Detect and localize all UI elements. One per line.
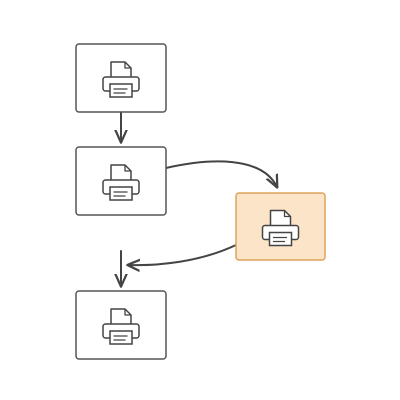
node-printer-3[interactable] bbox=[235, 192, 326, 261]
node-printer-4[interactable] bbox=[75, 290, 167, 360]
edges-layer bbox=[121, 111, 277, 286]
nodes-layer bbox=[75, 43, 326, 360]
node-printer-2[interactable] bbox=[75, 146, 167, 216]
edge-arrow-printer-2-to-printer-3 bbox=[165, 160, 277, 187]
edge-arrow-printer-3-to-printer-4 bbox=[128, 244, 237, 265]
node-printer-1[interactable] bbox=[75, 43, 167, 113]
